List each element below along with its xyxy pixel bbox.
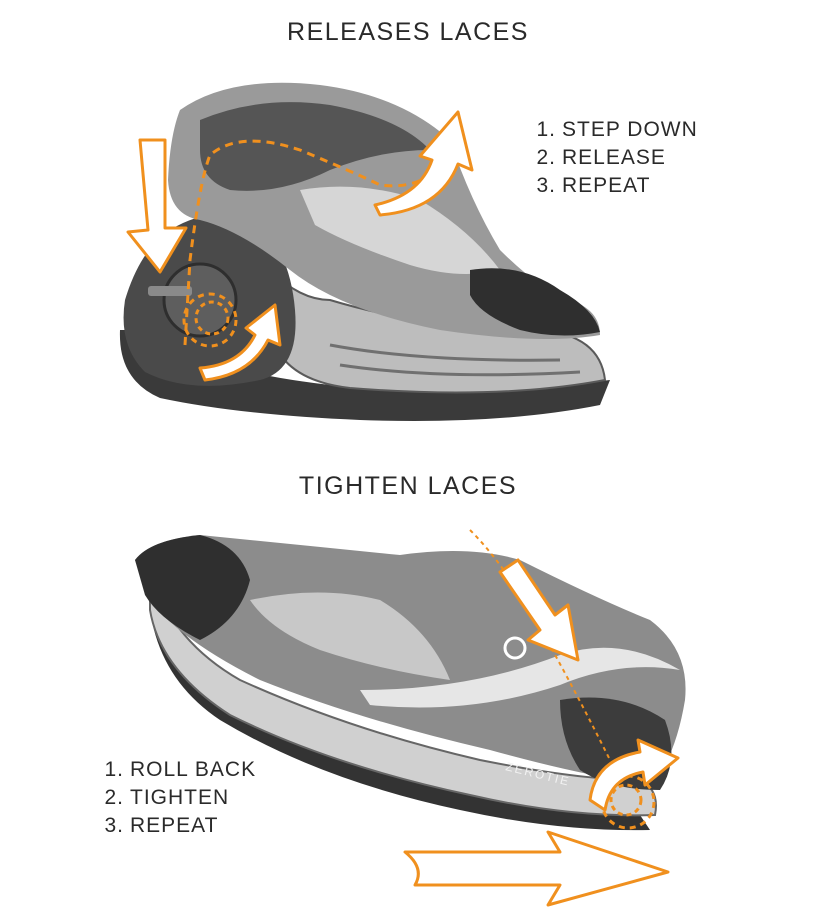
tighten-rotate-arrow (588, 738, 680, 812)
tighten-shoe-toe-dark (135, 535, 250, 640)
tighten-steps-list: 1.ROLL BACK 2.TIGHTEN 3.REPEAT (98, 756, 256, 840)
tighten-dial-dashed-ring-inner (609, 783, 643, 817)
tighten-step: 2.TIGHTEN (104, 786, 230, 809)
release-shoe-collar (200, 102, 430, 191)
dial-dashed-ring (182, 292, 238, 348)
tighten-shoe-stripe (360, 647, 680, 708)
lace-release-arrow (373, 110, 474, 217)
release-shoe-outsole (119, 330, 610, 421)
release-title: RELEASES LACES (287, 18, 529, 46)
step-down-arrow (126, 138, 188, 274)
release-arrows (126, 110, 474, 382)
lace-dashed-path (183, 139, 442, 346)
tighten-step: 1.ROLL BACK (104, 758, 257, 781)
release-step: 1.STEP DOWN (536, 118, 698, 141)
release-dial-knob (162, 262, 238, 338)
tighten-arrows (403, 529, 680, 907)
release-shoe-illustration (119, 82, 610, 421)
tighten-title: TIGHTEN LACES (298, 472, 518, 500)
release-dial-slot (148, 286, 192, 296)
release-steps-list: 1.STEP DOWN 2.RELEASE 3.REPEAT (530, 116, 698, 200)
release-shoe-mesh-panel (300, 186, 500, 274)
release-rotate-arrow (198, 303, 282, 382)
release-shoe-midsole (269, 267, 607, 394)
dial-dashed-ring-inner (194, 300, 230, 336)
tighten-shoe-mesh-panel (250, 592, 450, 680)
release-shoe-tread (329, 343, 581, 377)
release-step: 2.RELEASE (536, 146, 666, 169)
release-shoe-toe-cap (470, 268, 600, 336)
roll-back-arrow (403, 830, 670, 907)
release-step: 3.REPEAT (536, 174, 651, 197)
tighten-lace-ring (503, 636, 527, 660)
tighten-pull-arrow (498, 558, 580, 662)
tighten-step: 3.REPEAT (104, 814, 219, 837)
